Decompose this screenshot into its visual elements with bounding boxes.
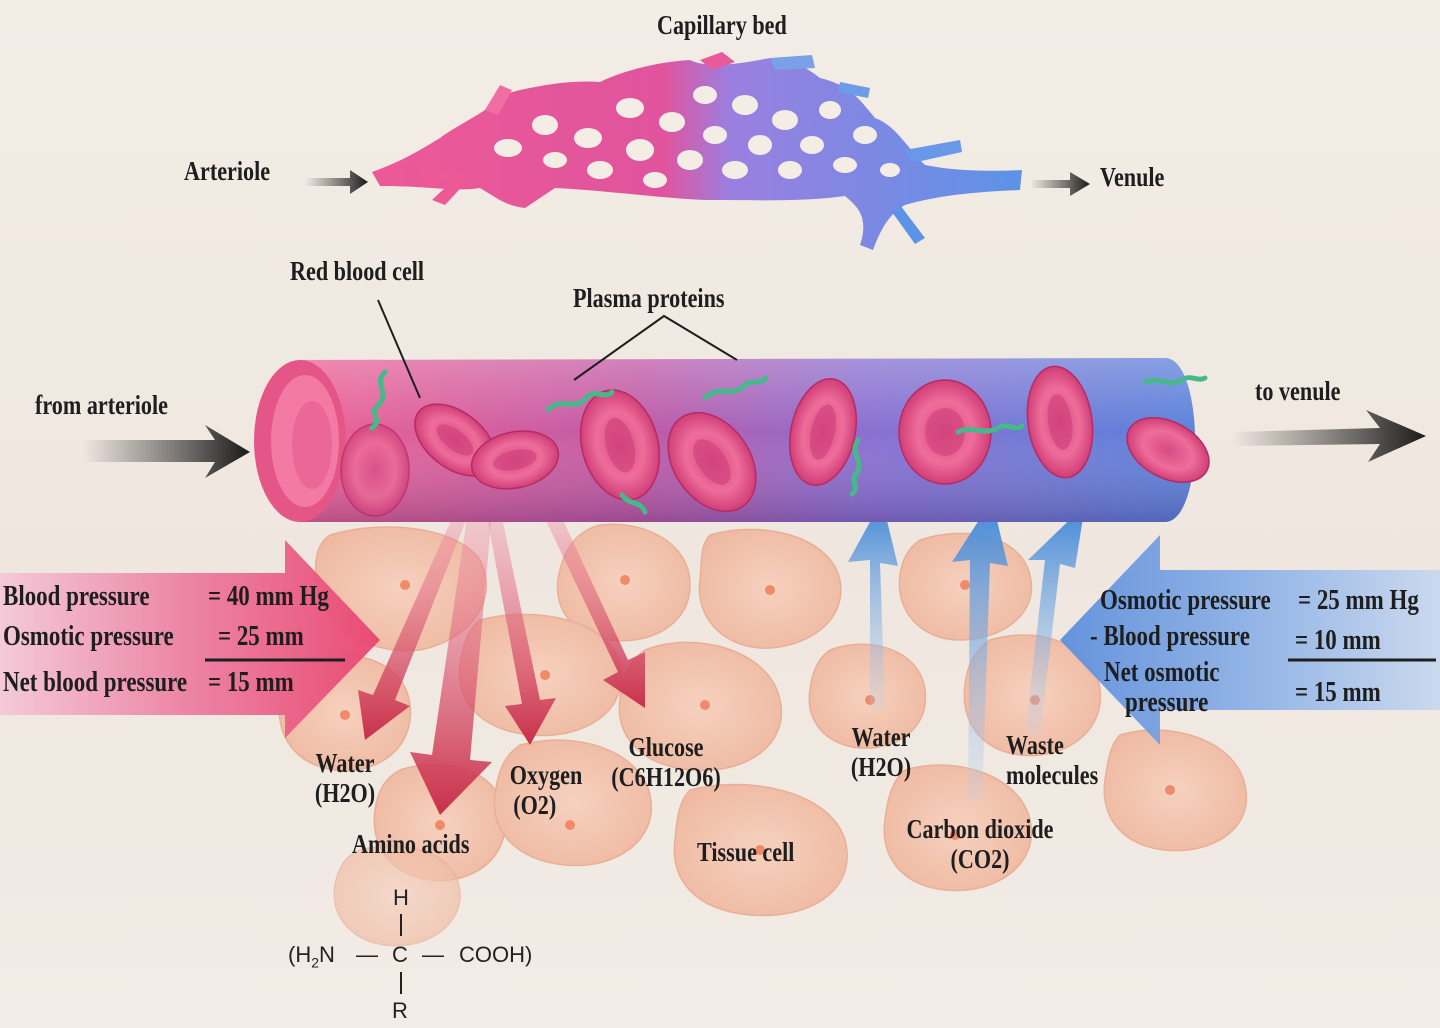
arterial-blood-pressure-value: = 40 mm Hg <box>208 581 329 612</box>
venous-blood-pressure-value: = 10 mm <box>1295 625 1381 656</box>
formula-left-group: (H2N <box>288 942 335 971</box>
amino-acids-label: Amino acids <box>352 829 470 859</box>
venous-blood-pressure-label: - Blood pressure <box>1090 621 1250 652</box>
tissue-cell-label: Tissue cell <box>697 837 795 867</box>
to-venule-arrow <box>1232 410 1426 462</box>
venous-row-net-osmotic-pressure: Net osmotic pressure = 15 mm <box>1090 658 1440 722</box>
glucose-label: Glucose (C6H12O6) <box>611 732 721 792</box>
formula-cooh: COOH) <box>459 942 533 967</box>
outflow-arrows <box>358 505 645 815</box>
glucose-outflow-arrow <box>540 505 645 708</box>
waste-inflow-arrow <box>1025 505 1085 735</box>
formula-bond-bottom <box>400 972 402 994</box>
arterial-net-blood-pressure-value: = 15 mm <box>208 667 294 698</box>
red-blood-cell <box>340 423 410 517</box>
arterial-row-blood-pressure: Blood pressure = 40 mm Hg <box>0 582 380 612</box>
red-blood-cell-centers <box>436 394 1073 485</box>
venous-net-osmotic-value: = 15 mm <box>1295 677 1381 708</box>
tissue-cell <box>883 764 1033 892</box>
waste-molecules-label: Waste molecules <box>1006 730 1099 790</box>
carbon-dioxide-label: Carbon dioxide (CO2) <box>906 814 1054 874</box>
arterial-net-blood-pressure-label: Net blood pressure <box>3 667 188 698</box>
tissue-cell <box>493 739 653 867</box>
amino-acids-outflow-arrow <box>410 510 492 815</box>
capillary-bed-title: Capillary bed <box>657 10 787 40</box>
venous-osmotic-pressure-value: = 25 mm Hg <box>1298 585 1419 616</box>
arterial-row-osmotic-pressure: Osmotic pressure = 25 mm <box>0 622 380 652</box>
leader-lines <box>377 299 738 399</box>
venule-label: Venule <box>1100 162 1165 192</box>
formula-dash-left: — <box>356 942 378 967</box>
oxygen-outflow-arrow <box>486 508 556 745</box>
venous-row-blood-pressure: - Blood pressure = 10 mm <box>1090 621 1440 656</box>
to-venule-label: to venule <box>1255 376 1341 406</box>
plasma-proteins <box>369 369 1208 515</box>
arterial-row-net-blood-pressure: Net blood pressure = 15 mm <box>0 668 380 698</box>
arterial-blood-pressure-label: Blood pressure <box>3 581 150 612</box>
venous-net-osmotic-label-line1: Net osmotic <box>1104 657 1220 688</box>
red-blood-cell-label: Red blood cell <box>290 256 425 286</box>
from-arteriole-label: from arteriole <box>35 390 168 420</box>
arterial-osmotic-pressure-value: = 25 mm <box>218 621 304 652</box>
formula-r: R <box>392 998 408 1023</box>
arterial-pressure-panel <box>0 540 380 738</box>
water-outflow-arrow <box>358 505 470 740</box>
capillary-bed-holes <box>494 86 900 188</box>
plasma-proteins-label: Plasma proteins <box>573 283 725 313</box>
venule-outflow-arrow <box>1030 172 1090 196</box>
venous-pressure-panel <box>1060 535 1440 745</box>
inflow-arrows <box>848 500 1085 800</box>
arteriole-inflow-arrow <box>305 170 368 194</box>
arterial-osmotic-pressure-label: Osmotic pressure <box>3 621 174 652</box>
formula-bond-top <box>400 914 402 936</box>
tissue-cell-nuclei <box>340 575 1175 855</box>
venous-net-osmotic-label-line2: pressure <box>1125 687 1209 718</box>
arteriole-label: Arteriole <box>184 156 271 186</box>
venous-row-osmotic-pressure: Osmotic pressure = 25 mm Hg <box>1090 586 1440 616</box>
formula-h: H <box>393 885 409 910</box>
venous-osmotic-pressure-label: Osmotic pressure <box>1100 585 1271 616</box>
water-inflow-arrow <box>848 500 898 708</box>
tissue-cell <box>1103 729 1248 852</box>
from-arteriole-arrow <box>82 425 250 478</box>
formula-dash-right: — <box>422 942 444 967</box>
water-outflow-label: Water (H2O) <box>314 748 376 808</box>
oxygen-label: Oxygen (O2) <box>509 760 583 820</box>
red-blood-cell <box>1126 417 1210 483</box>
formula-carbon: C <box>392 942 408 967</box>
capillary-bed-network <box>372 52 1022 250</box>
carbon-dioxide-inflow-arrow <box>952 500 1008 800</box>
tissue-cell <box>333 845 461 947</box>
water-inflow-label: Water (H2O) <box>850 722 912 782</box>
